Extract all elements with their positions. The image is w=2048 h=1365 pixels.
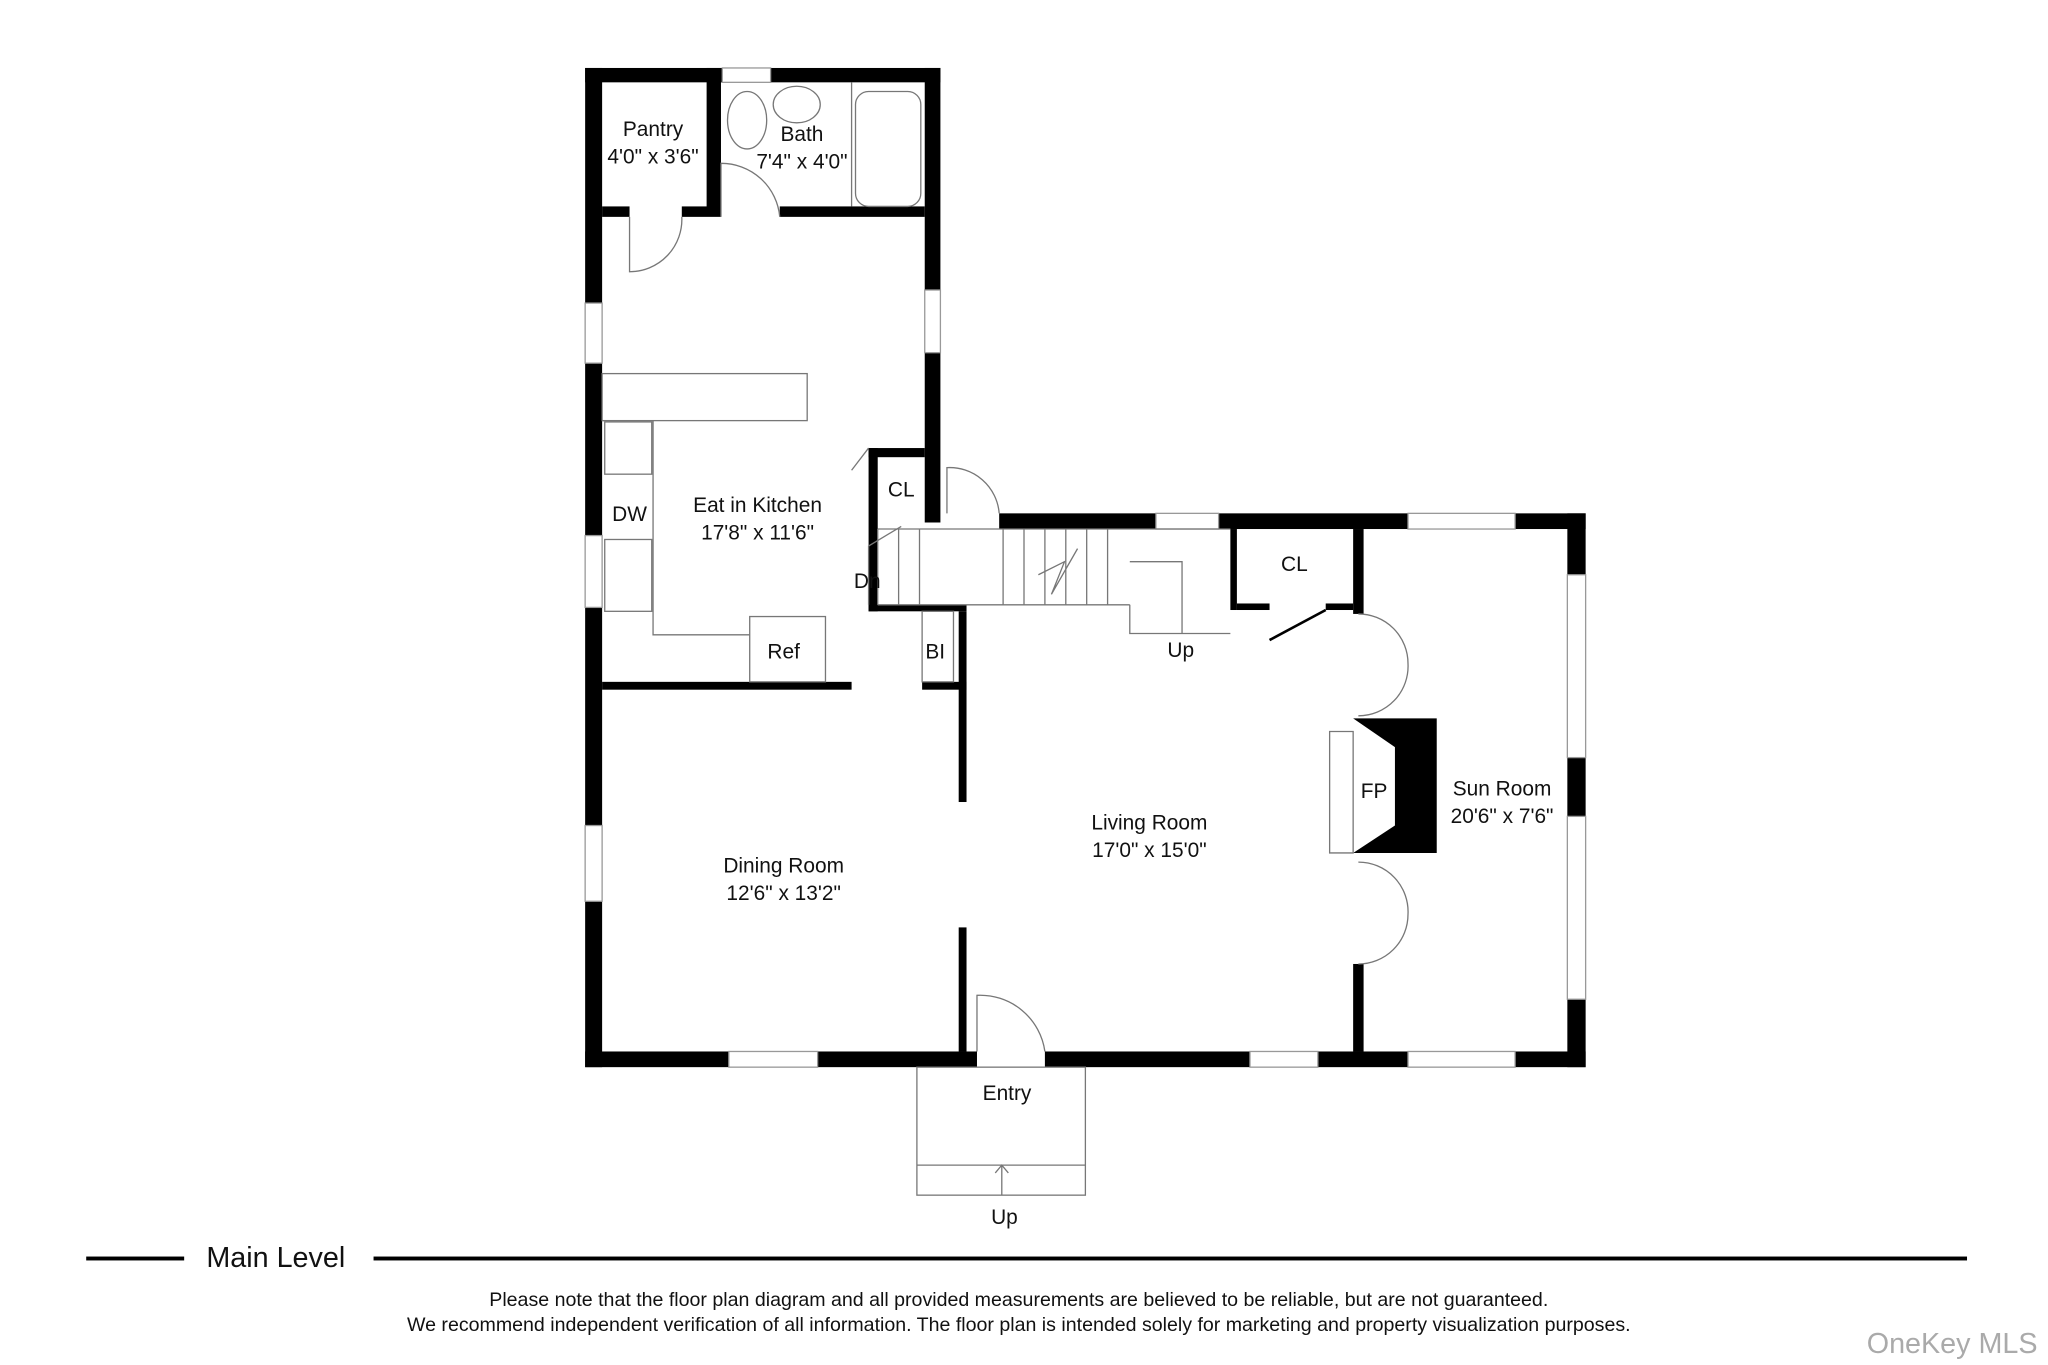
door-side	[946, 466, 1000, 514]
sun-size: 20'6" x 7'6"	[1451, 805, 1554, 828]
bath-size: 7'4" x 4'0"	[756, 151, 847, 174]
fireplace-icon	[1353, 718, 1437, 853]
windows	[584, 67, 1587, 1068]
arrow-up-icon	[994, 1164, 1009, 1196]
sink-icon	[772, 85, 821, 124]
closet-living-label: CL	[1281, 553, 1308, 576]
stairs-up-label: Up	[1167, 639, 1194, 662]
stair-break	[1038, 548, 1079, 595]
stair-treads	[877, 529, 1109, 605]
door-closet	[1268, 608, 1327, 642]
disclaimer-line-1: Please note that the floor plan diagram …	[489, 1289, 1548, 1311]
stairs	[877, 528, 1231, 635]
living-name: Living Room	[1091, 811, 1207, 834]
kitchen-sink-icon	[604, 538, 653, 612]
entry-up-label: Up	[991, 1206, 1018, 1229]
living-size: 17'0" x 15'0"	[1092, 839, 1207, 862]
closet-doors	[851, 447, 902, 605]
fireplace-label: FP	[1361, 780, 1388, 803]
refrigerator-label: Ref	[767, 640, 800, 663]
entry-label: Entry	[983, 1082, 1032, 1105]
walls	[585, 67, 1586, 1068]
refrigerator	[749, 615, 827, 683]
door-pantry	[628, 216, 683, 273]
watermark: OneKey MLS	[1867, 1328, 2038, 1360]
dining-name: Dining Room	[723, 855, 844, 878]
built-in-label: BI	[925, 640, 945, 663]
kitchen-size: 17'8" x 11'6"	[701, 521, 814, 544]
door-bath	[720, 162, 781, 217]
hearth	[1328, 730, 1354, 854]
fixtures	[601, 82, 1437, 1196]
pantry-size: 4'0" x 3'6"	[607, 145, 698, 168]
kitchen-counter	[602, 419, 750, 636]
door-sun-1	[1358, 613, 1409, 717]
closet-kitchen-label: CL	[888, 478, 915, 501]
stairs-down-label: Dn	[854, 570, 881, 593]
kitchen-island	[601, 372, 808, 422]
level-title: Main Level	[206, 1242, 345, 1274]
room-labels: Pantry 4'0" x 3'6" Bath 7'4" x 4'0" Eat …	[607, 118, 1553, 1229]
stove-icon	[604, 421, 653, 475]
level-header: Main Level	[86, 1242, 1968, 1274]
disclaimer-line-2: We recommend independent verification of…	[407, 1314, 1631, 1336]
door-entry	[976, 994, 1046, 1052]
dishwasher-label: DW	[612, 503, 647, 526]
bathtub-icon	[854, 90, 922, 208]
bath-name: Bath	[780, 123, 823, 146]
dining-size: 12'6" x 13'2"	[726, 882, 841, 905]
toilet-icon	[726, 90, 768, 150]
pantry-name: Pantry	[623, 118, 684, 141]
door-sun-2	[1358, 861, 1409, 965]
sun-name: Sun Room	[1453, 777, 1552, 800]
built-in	[921, 610, 955, 683]
kitchen-name: Eat in Kitchen	[693, 494, 822, 517]
